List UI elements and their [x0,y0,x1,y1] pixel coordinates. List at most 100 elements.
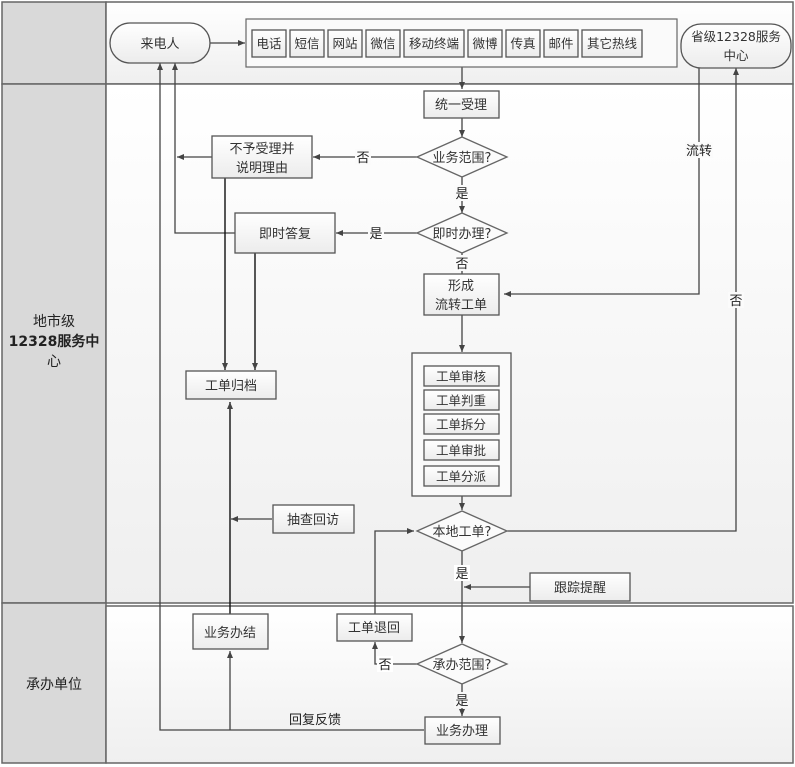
label-local-no: 否 [729,294,742,309]
node-instant-handle-q[interactable]: 即时办理? [415,212,509,254]
node-ticket-return[interactable]: 工单退回 [336,613,413,642]
channel-box [403,29,465,58]
edge-handlescope-return [372,642,417,665]
province-label-2: 中心 [723,48,749,63]
channel-box [543,29,579,58]
form-label-2: 流转工单 [435,298,487,313]
node-reject[interactable]: 不予受理并 说明理由 [211,135,313,179]
channel-item[interactable]: 邮件 [543,29,579,58]
channel-box [327,29,363,58]
node-unified-accept[interactable]: 统一受理 [423,90,500,119]
channel-item[interactable]: 微博 [467,29,503,58]
ticket-step-box [423,439,500,461]
channel-item[interactable]: 移动终端 [403,29,465,58]
lane-header-top [1,1,107,85]
channel-label: 网站 [332,36,357,51]
ticket-step-box [423,413,500,435]
return-shape [336,613,413,642]
channel-item[interactable]: 微信 [365,29,401,58]
edge-reply-caller [172,63,235,234]
channel-label: 邮件 [548,36,573,51]
node-local-ticket-q[interactable]: 本地工单? [415,510,509,552]
node-business-scope-q[interactable]: 业务范围? [415,136,509,178]
province-label-1: 省级12328服务 [691,29,781,44]
handlescope-diamond [415,643,509,685]
form-label-1: 形成 [448,279,474,294]
edge-return-local [374,528,414,614]
ticket-step[interactable]: 工单分派 [423,465,500,487]
ticket-step[interactable]: 工单审批 [423,439,500,461]
label-transfer: 流转 [686,144,712,159]
label-feedback: 回复反馈 [289,713,341,728]
ticket-step-label: 工单审核 [436,369,487,384]
ticket-step-box [423,365,500,387]
remind-label: 跟踪提醒 [554,580,606,596]
channel-box [467,29,503,58]
node-handle-scope-q[interactable]: 承办范围? [415,643,509,685]
label-local-yes: 是 [455,567,468,582]
channel-label: 移动终端 [409,36,459,51]
ticket-step-label: 工单判重 [436,393,486,408]
reject-label-2: 说明理由 [236,161,288,176]
node-caller[interactable]: 来电人 [109,22,211,64]
channel-item[interactable]: 网站 [327,29,363,58]
done-shape [192,613,269,650]
node-business-done[interactable]: 业务办结 [192,613,269,650]
lane-header-city [1,83,107,604]
ticket-step[interactable]: 工单审核 [423,365,500,387]
instant-label: 即时办理? [433,227,492,242]
reply-label: 即时答复 [259,226,311,242]
caller-shape [109,22,211,64]
caller-label: 来电人 [140,37,179,52]
edge-local-province [507,68,739,532]
node-business-handle[interactable]: 业务办理 [424,716,501,745]
node-track-remind[interactable]: 跟踪提醒 [529,572,631,602]
channel-item[interactable]: 其它热线 [581,29,643,58]
edge-labels: 否 是 是 否 流转 否 是 否 是 回复反馈 [289,142,744,728]
return-label: 工单退回 [348,621,400,636]
channel-label: 微博 [472,36,498,51]
ticket-step-box [423,389,500,411]
node-instant-reply[interactable]: 即时答复 [234,212,336,254]
channel-label: 短信 [294,36,319,51]
channel-box [289,29,325,58]
channel-box [505,29,541,58]
channel-label: 传真 [510,36,535,51]
channel-label: 微信 [370,36,395,51]
ticket-step[interactable]: 工单判重 [423,389,500,411]
remind-shape [529,572,631,602]
node-province-center[interactable]: 省级12328服务 中心 [680,23,792,69]
channel-box [251,29,287,58]
archive-label: 工单归档 [205,379,257,394]
node-archive[interactable]: 工单归档 [185,370,277,400]
accept-label: 统一受理 [435,98,487,113]
label-scope-yes: 是 [455,187,468,202]
done-label: 业务办结 [204,625,256,641]
ticket-step[interactable]: 工单拆分 [423,413,500,435]
ticket-step-label: 工单拆分 [436,417,486,432]
label-handlescope-no: 否 [378,658,391,673]
node-spot-check[interactable]: 抽查回访 [272,504,355,534]
lane-label-city-3: 心 [47,354,61,370]
instant-diamond [415,212,509,254]
channel-item[interactable]: 传真 [505,29,541,58]
channel-item[interactable]: 电话 [251,29,287,58]
reject-label-1: 不予受理并 [229,142,294,157]
reject-shape [211,135,313,179]
accept-shape [423,90,500,119]
label-instant-yes: 是 [369,227,382,242]
lane-label-city-1: 地市级 [33,313,75,330]
reply-shape [234,212,336,254]
channels-group: 电话短信网站微信移动终端微博传真邮件其它热线 [245,18,678,68]
label-scope-no: 否 [356,151,369,166]
local-diamond [415,510,509,552]
node-form-ticket[interactable]: 形成 流转工单 [423,273,500,316]
handle-shape [424,716,501,745]
ticket-step-label: 工单审批 [436,443,486,458]
local-label: 本地工单? [433,525,492,540]
lane-header-unit [1,602,107,764]
form-shape [423,273,500,316]
channel-item[interactable]: 短信 [289,29,325,58]
